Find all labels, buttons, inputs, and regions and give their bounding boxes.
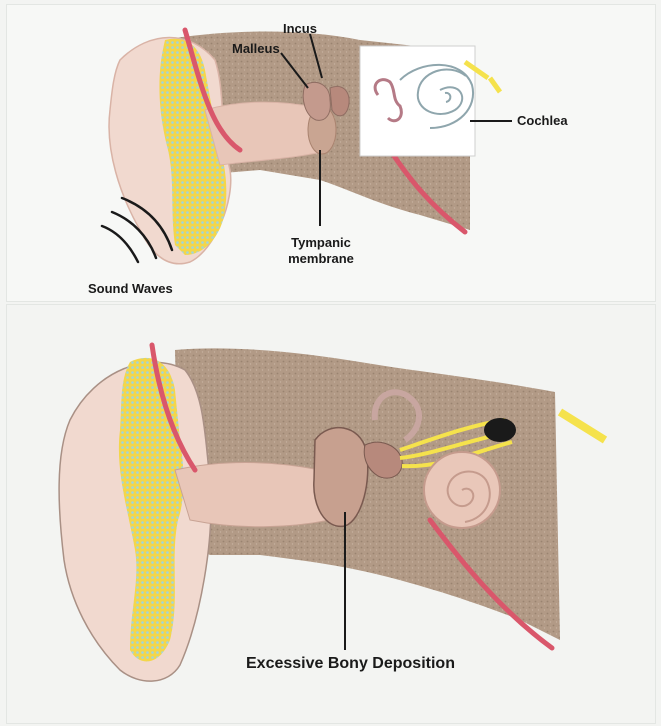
label-tympanic-line2: membrane (283, 252, 359, 265)
label-excessive-bony-deposition: Excessive Bony Deposition (246, 656, 455, 672)
normal-ear (102, 30, 512, 264)
label-tympanic-line1: Tympanic (283, 236, 359, 249)
label-cochlea: Cochlea (517, 114, 568, 127)
label-malleus: Malleus (232, 42, 280, 55)
nerve-fragment (490, 78, 500, 92)
label-sound-waves: Sound Waves (88, 282, 173, 295)
label-incus: Incus (283, 22, 317, 35)
incus-bone (330, 86, 349, 115)
label-tympanic-membrane: Tympanic membrane (283, 236, 359, 265)
cochlea-inset (360, 46, 475, 156)
